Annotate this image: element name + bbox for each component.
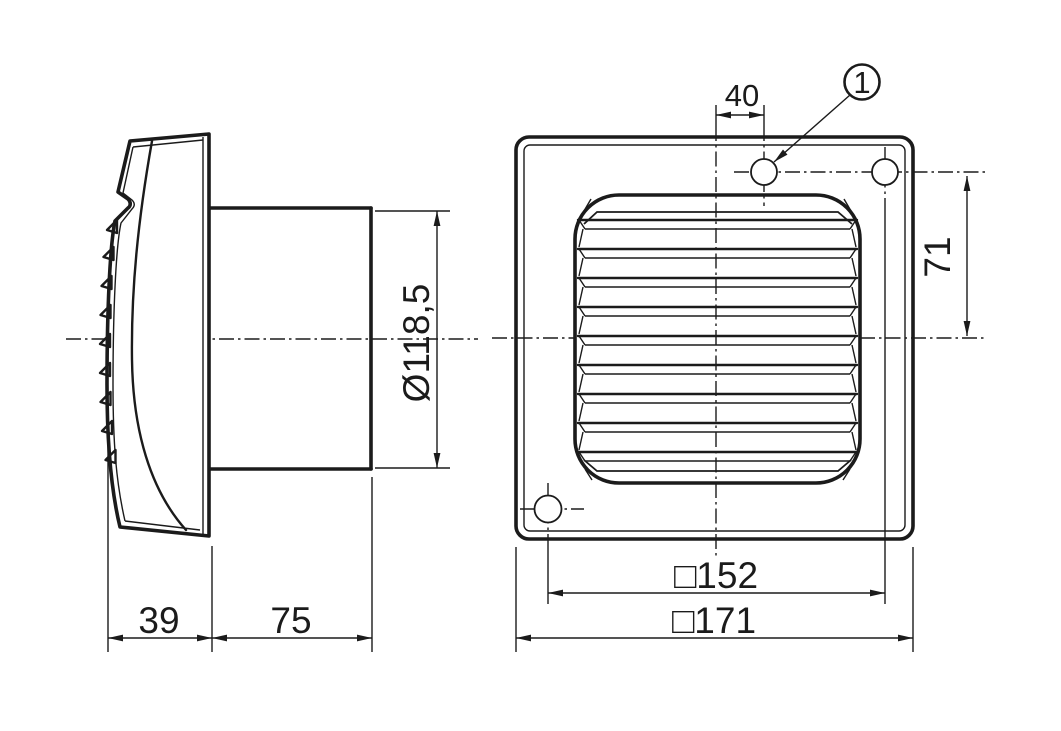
dim-cover-depth: 39 75 <box>107 400 373 652</box>
dim-duct-diameter: Ø118,5 <box>375 210 450 469</box>
wall-plate <box>514 135 915 541</box>
louver-slat <box>576 450 859 462</box>
dim-text-171: □171 <box>672 600 756 641</box>
dim-text-39: 39 <box>138 600 179 641</box>
louver-slat <box>576 392 859 422</box>
louver-slat <box>576 276 859 306</box>
cover-face-curve <box>130 139 188 532</box>
dim-text-diameter: Ø118,5 <box>396 284 437 403</box>
dim-hole-offset: 40 <box>715 78 764 126</box>
dimensions: 39 75 Ø118,5 40 71 □152 <box>107 63 971 652</box>
louver-slat <box>576 334 859 364</box>
grille-bottom-detail <box>583 459 852 481</box>
mounting-hole-top-center <box>750 158 778 186</box>
mounting-holes <box>520 105 988 536</box>
dim-hole-pitch: □152 <box>547 205 886 604</box>
dim-plate-size: □171 <box>515 547 914 652</box>
cover-top-inner-line <box>132 139 204 148</box>
grille-louvers <box>576 218 859 462</box>
louver-slat <box>576 363 859 393</box>
cover-profile <box>105 132 211 538</box>
callout-circle <box>843 63 881 101</box>
callout-balloon-1: 1 <box>773 63 881 163</box>
dim-text-71: 71 <box>917 236 958 277</box>
callout-leader-line <box>773 94 851 163</box>
side-view <box>98 132 373 538</box>
dim-hole-vertical: 71 <box>917 176 971 336</box>
dim-text-75: 75 <box>270 600 311 641</box>
dim-text-40: 40 <box>725 78 759 113</box>
grille-top-detail <box>583 198 853 225</box>
louver-slat <box>576 305 859 335</box>
louver-slat <box>576 421 859 451</box>
louver-slat <box>576 247 859 277</box>
dim-text-152: □152 <box>674 555 758 596</box>
grille-frame <box>573 193 862 485</box>
callout-text-1: 1 <box>853 65 870 100</box>
cover-bottom-inner-line <box>124 520 201 531</box>
duct <box>208 206 373 471</box>
louver-slat <box>576 218 859 248</box>
front-view <box>514 105 988 541</box>
wall-plate-inner-border <box>523 144 906 532</box>
mounting-hole-top-right <box>871 158 899 186</box>
mounting-hole-bottom-left <box>533 494 563 524</box>
louver-tabs <box>98 218 119 465</box>
